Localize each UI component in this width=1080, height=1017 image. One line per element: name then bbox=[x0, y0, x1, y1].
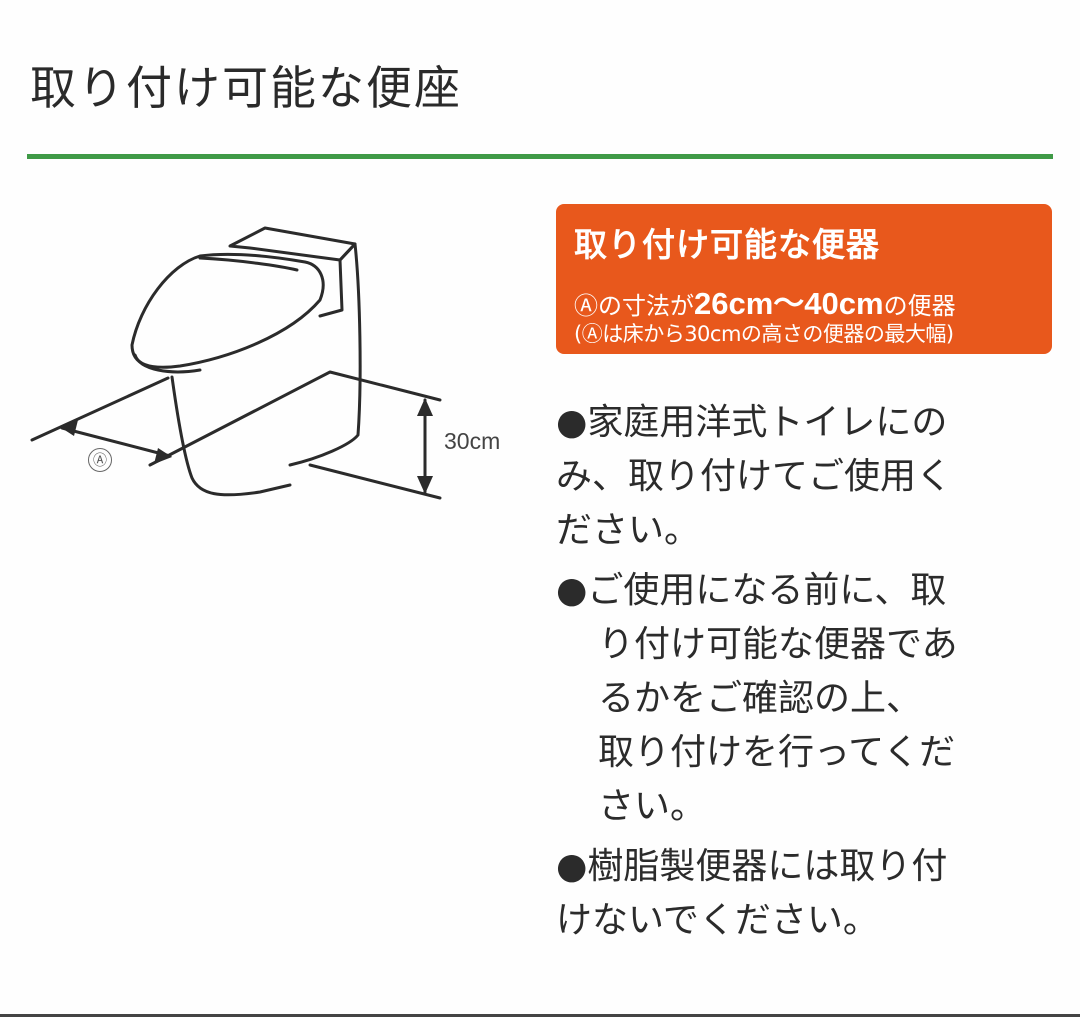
note-text: り付け可能な便器であ bbox=[598, 624, 958, 665]
note-text: 取り付けを行ってくだ bbox=[598, 732, 956, 773]
page-title: 取り付け可能な便座 bbox=[30, 61, 462, 115]
range-prefix: Ⓐの寸法が bbox=[574, 292, 694, 320]
compatible-toilet-spec-box: 取り付け可能な便器 Ⓐの寸法が26cm〜40cmの便器 (Ⓐは床から30cmの高… bbox=[556, 204, 1052, 354]
spec-box-note: (Ⓐは床から30cmの高さの便器の最大幅) bbox=[574, 322, 954, 346]
note-text: ださい。 bbox=[556, 510, 701, 551]
note-text: けないでください。 bbox=[556, 900, 879, 941]
height-dimension-label: 30cm bbox=[444, 428, 501, 454]
spec-box-range-line: Ⓐの寸法が26cm〜40cmの便器 bbox=[574, 278, 956, 323]
note-text: るかをご確認の上、 bbox=[598, 678, 923, 719]
note-text: さい。 bbox=[598, 786, 707, 827]
note-text: 家庭用洋式トイレにの bbox=[587, 402, 948, 443]
bullet-icon: ● bbox=[556, 402, 588, 443]
note-item: ●樹脂製便器には取り付 けないでください。 bbox=[556, 840, 1026, 948]
bullet-icon: ● bbox=[556, 846, 588, 887]
note-text: み、取り付けてご使用く bbox=[556, 456, 953, 497]
width-dimension-label: Ⓐ bbox=[88, 448, 112, 472]
title-divider bbox=[27, 154, 1053, 159]
bullet-icon: ● bbox=[556, 570, 588, 611]
bottom-divider bbox=[0, 1014, 1080, 1017]
note-item: ●家庭用洋式トイレにの み、取り付けてご使用く ださい。 bbox=[556, 396, 1026, 558]
spec-box-title: 取り付け可能な便器 bbox=[574, 225, 880, 264]
note-item: ●ご使用になる前に、取 り付け可能な便器であ るかをご確認の上、 取り付けを行っ… bbox=[556, 564, 1026, 834]
notes-list: ●家庭用洋式トイレにの み、取り付けてご使用く ださい。 ●ご使用になる前に、取… bbox=[556, 396, 1026, 954]
range-suffix: の便器 bbox=[883, 292, 956, 320]
range-value: 26cm〜40cm bbox=[694, 286, 884, 321]
note-text: ご使用になる前に、取 bbox=[587, 570, 947, 611]
toilet-diagram bbox=[30, 226, 442, 500]
note-text: 樹脂製便器には取り付 bbox=[587, 846, 948, 887]
